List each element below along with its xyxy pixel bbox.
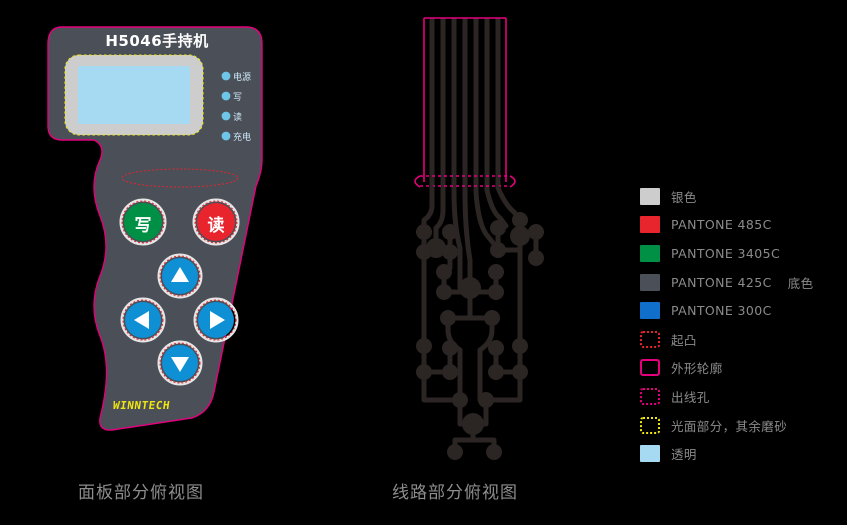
button-dpad-left[interactable] [120,297,166,343]
legend-swatch [640,387,660,405]
arrow-left-icon [134,311,149,329]
legend-label: 起凸 [671,332,697,348]
legend-label: 光面部分，其余磨砂 [671,418,788,434]
color-legend: 银色 PANTONE 485C PANTONE 3405C PANTONE 425C 底… [640,182,840,468]
caption-panel-view: 面板部分俯视图 [78,483,204,503]
button-read[interactable] [192,198,240,246]
legend-row: 光面部分，其余磨砂 [640,411,840,440]
legend-swatch [640,416,660,434]
led-label-read: 读 [233,113,243,123]
legend-row: PANTONE 425C 底色 [640,268,840,297]
arrow-down-icon [171,357,189,372]
led-charge-dot [221,131,231,141]
key-area-emboss-marker [121,168,239,188]
legend-swatch [640,187,660,205]
button-write-label: 写 [134,216,152,236]
legend-swatch [640,273,660,291]
legend-row: PANTONE 300C [640,296,840,325]
legend-swatch [640,359,660,377]
led-label-power: 电源 [233,73,252,83]
legend-swatch [640,302,660,320]
legend-note: 底色 [787,275,814,291]
led-power-dot [221,71,231,81]
led-write-dot [221,91,231,101]
led-indicators [221,71,231,141]
legend-row: 透明 [640,439,840,468]
circuit-pads [416,212,544,460]
led-label-write: 写 [233,93,243,103]
legend-row: 银色 [640,182,840,211]
button-read-label: 读 [207,216,225,236]
legend-row: 出线孔 [640,382,840,411]
legend-label: PANTONE 300C [671,303,772,319]
arrow-right-icon [210,311,225,329]
legend-swatch [640,330,660,348]
flex-tail-traces [429,18,501,192]
wire-exit-hole-marker [414,175,516,188]
button-dpad-right[interactable] [193,297,239,343]
legend-swatch [640,216,660,234]
circuit-top-view [414,17,544,460]
panel-top-view [47,26,263,431]
lcd-window [64,54,204,136]
lcd-glass [78,66,190,124]
arrow-up-icon [171,267,189,282]
caption-circuit-view: 线路部分俯视图 [392,483,518,503]
legend-label: PANTONE 3405C [671,245,781,261]
legend-row: 外形轮廓 [640,354,840,383]
legend-label: 银色 [671,189,697,205]
panel-title: H5046手持机 [105,32,209,50]
legend-label: 透明 [671,447,697,463]
brand-logo: WINNTECH [112,399,171,412]
button-write[interactable] [119,198,167,246]
legend-label: 出线孔 [671,389,710,405]
legend-row: PANTONE 485C [640,211,840,240]
legend-swatch [640,445,660,463]
legend-label: PANTONE 485C [671,217,772,233]
legend-row: PANTONE 3405C [640,239,840,268]
button-dpad-down[interactable] [157,340,203,386]
legend-label: 外形轮廓 [671,361,723,377]
legend-label: PANTONE 425C [671,274,772,290]
led-read-dot [221,111,231,121]
legend-swatch [640,244,660,262]
led-label-charge: 充电 [233,133,252,143]
flex-tail-outline [423,17,507,182]
button-dpad-up[interactable] [157,253,203,299]
legend-row: 起凸 [640,325,840,354]
